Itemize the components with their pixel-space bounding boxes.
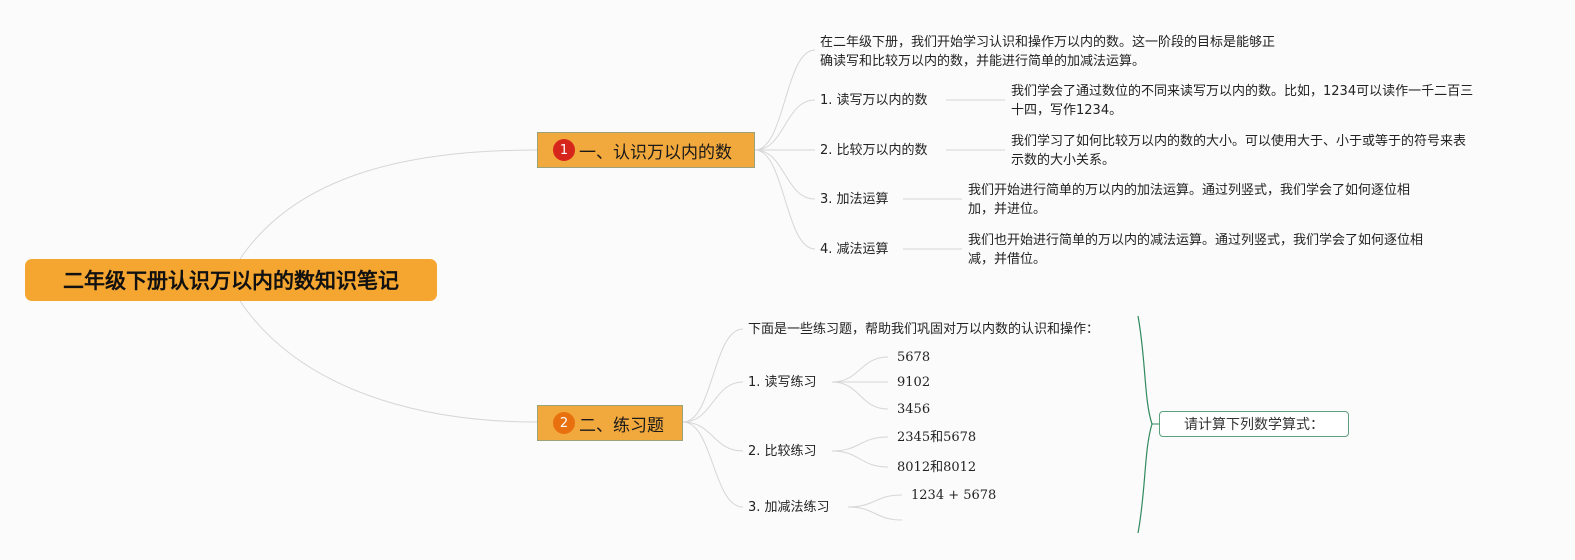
leaf-compare[interactable]: 2345和5678 xyxy=(897,430,977,445)
branch-title: 一、认识万以内的数 xyxy=(579,142,732,163)
item-read-write[interactable]: 1. 读写万以内的数 xyxy=(820,93,928,108)
summary-note[interactable]: 请计算下列数学算式： xyxy=(1159,411,1349,437)
item-subtraction[interactable]: 4. 减法运算 xyxy=(820,242,889,257)
root-topic[interactable]: 二年级下册认识万以内的数知识笔记 xyxy=(25,259,437,301)
priority-2-badge: 2 xyxy=(553,412,575,434)
desc-read-write-line1[interactable]: 我们学会了通过数位的不同来读写万以内的数。比如，1234可以读作一千二百三 xyxy=(1011,84,1474,99)
leaf-compare[interactable]: 8012和8012 xyxy=(897,460,977,475)
desc-subtraction-line2[interactable]: 减，并借位。 xyxy=(968,252,1047,267)
leaf-expression[interactable]: 1234 + 5678 xyxy=(911,488,997,503)
branch1-intro-line2[interactable]: 确读写和比较万以内的数，并能进行简单的加减法运算。 xyxy=(820,54,1146,69)
branch2-intro[interactable]: 下面是一些练习题，帮助我们巩固对万以内数的认识和操作： xyxy=(748,322,1100,337)
desc-compare-line2[interactable]: 示数的大小关系。 xyxy=(1011,153,1116,168)
item-compare-practice[interactable]: 2. 比较练习 xyxy=(748,444,817,459)
branch-recognize-numbers[interactable]: 1 一、认识万以内的数 xyxy=(537,132,755,168)
desc-read-write-line2[interactable]: 十四，写作1234。 xyxy=(1011,103,1123,118)
leaf-number[interactable]: 3456 xyxy=(897,402,931,417)
desc-addition-line1[interactable]: 我们开始进行简单的万以内的加法运算。通过列竖式，我们学会了如何逐位相 xyxy=(968,183,1411,198)
leaf-number[interactable]: 5678 xyxy=(897,350,931,365)
item-read-write-practice[interactable]: 1. 读写练习 xyxy=(748,375,817,390)
leaf-number[interactable]: 9102 xyxy=(897,375,931,390)
desc-addition-line2[interactable]: 加，并进位。 xyxy=(968,202,1047,217)
desc-subtraction-line1[interactable]: 我们也开始进行简单的万以内的减法运算。通过列竖式，我们学会了如何逐位相 xyxy=(968,233,1424,248)
item-add-sub-practice[interactable]: 3. 加减法练习 xyxy=(748,500,830,515)
desc-compare-line1[interactable]: 我们学习了如何比较万以内的数的大小。可以使用大于、小于或等于的符号来表 xyxy=(1011,134,1467,149)
branch-title: 二、练习题 xyxy=(579,415,664,436)
summary-bracket xyxy=(1137,315,1153,534)
branch-practice[interactable]: 2 二、练习题 xyxy=(537,405,683,441)
branch1-intro-line1[interactable]: 在二年级下册，我们开始学习认识和操作万以内的数。这一阶段的目标是能够正 xyxy=(820,35,1276,50)
item-addition[interactable]: 3. 加法运算 xyxy=(820,192,889,207)
item-compare[interactable]: 2. 比较万以内的数 xyxy=(820,143,928,158)
priority-1-badge: 1 xyxy=(553,139,575,161)
